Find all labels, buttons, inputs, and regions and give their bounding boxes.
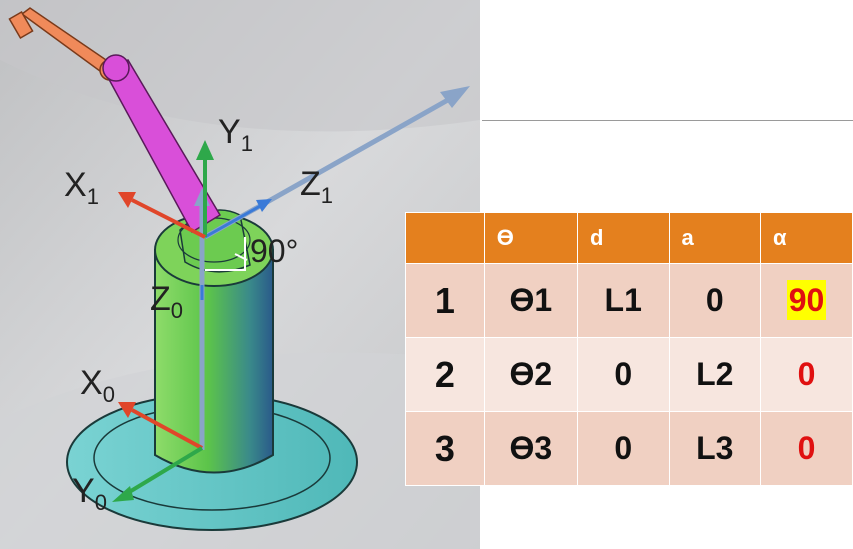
label-x0: X0 bbox=[80, 364, 115, 407]
cell-alpha: 90 bbox=[760, 263, 853, 338]
dh-parameter-table: ϴ d a α 1 ϴ1 L1 0 90 2 ϴ2 0 L2 0 3 ϴ3 0 … bbox=[405, 212, 853, 486]
x0-axis bbox=[118, 402, 203, 450]
label-y1: Y1 bbox=[218, 113, 253, 156]
robot-arm-frames-diagram: X1 Y1 Z1 90° Z0 X0 Y0 bbox=[0, 0, 480, 549]
cell-theta: ϴ3 bbox=[483, 411, 578, 486]
label-z0: Z0 bbox=[150, 280, 183, 323]
cell-theta: ϴ1 bbox=[483, 263, 578, 338]
cell-a: L2 bbox=[668, 337, 762, 412]
table-row: 3 ϴ3 0 L3 0 bbox=[405, 411, 853, 486]
y1-axis bbox=[196, 140, 214, 237]
row-label: 3 bbox=[405, 411, 485, 486]
y0-axis bbox=[112, 446, 204, 502]
right-angle-marker bbox=[205, 237, 248, 271]
link-arm bbox=[102, 54, 222, 234]
cell-a: L3 bbox=[668, 411, 762, 486]
header-a: a bbox=[668, 212, 762, 264]
cell-alpha: 0 bbox=[760, 411, 853, 486]
header-d: d bbox=[576, 212, 670, 264]
table-row: 2 ϴ2 0 L2 0 bbox=[405, 337, 853, 412]
cell-d: 0 bbox=[576, 411, 670, 486]
header-empty bbox=[405, 212, 485, 264]
x1-axis bbox=[118, 192, 206, 239]
divider-line bbox=[482, 120, 853, 121]
table-row: 1 ϴ1 L1 0 90 bbox=[405, 263, 853, 338]
header-alpha: α bbox=[760, 212, 853, 264]
row-label: 1 bbox=[405, 263, 485, 338]
header-theta: ϴ bbox=[483, 212, 578, 264]
cell-alpha: 0 bbox=[760, 337, 853, 412]
base-cylinder bbox=[154, 209, 274, 474]
cell-d: 0 bbox=[576, 337, 670, 412]
label-z1: Z1 bbox=[300, 165, 333, 208]
cell-theta: ϴ2 bbox=[483, 337, 578, 412]
z1-axis bbox=[203, 86, 470, 240]
label-angle: 90° bbox=[250, 233, 298, 269]
row-label: 2 bbox=[405, 337, 485, 412]
label-x1: X1 bbox=[64, 166, 99, 209]
cell-d: L1 bbox=[576, 263, 670, 338]
label-y0: Y0 bbox=[72, 472, 107, 515]
cell-a: 0 bbox=[668, 263, 762, 338]
alpha-highlight: 90 bbox=[786, 280, 827, 320]
table-header-row: ϴ d a α bbox=[405, 212, 853, 264]
